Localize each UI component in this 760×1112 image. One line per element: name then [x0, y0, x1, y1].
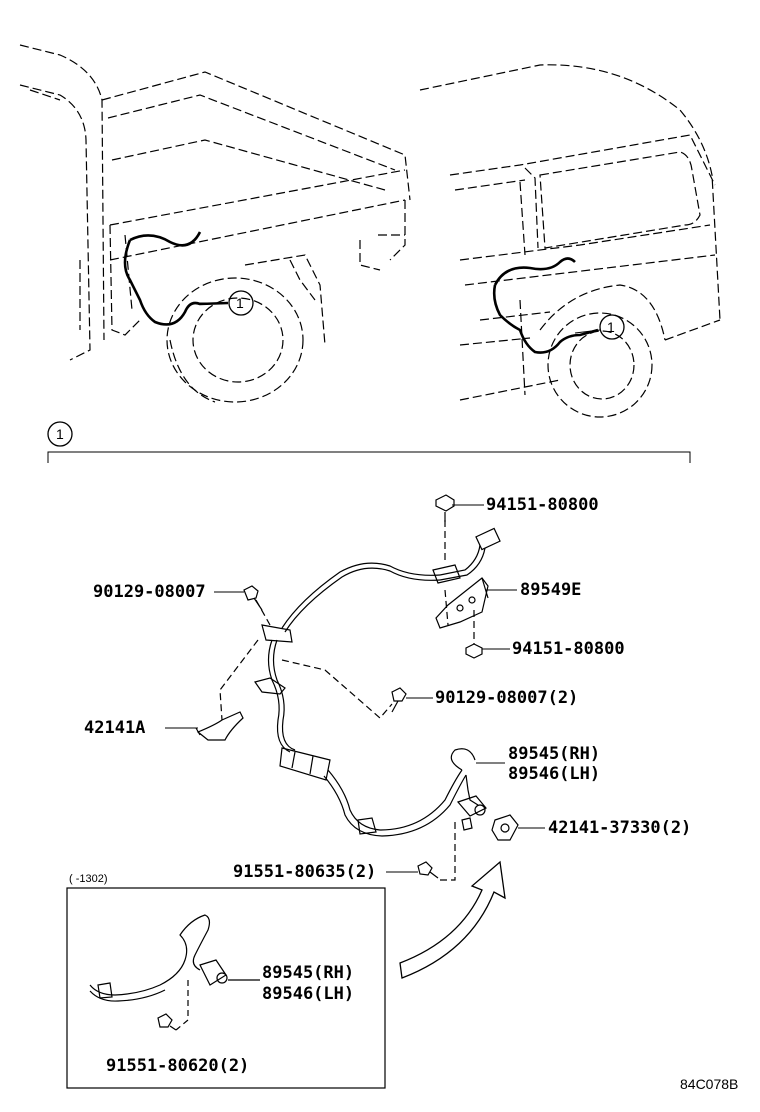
label-bolt-left: 90129-08007	[93, 582, 206, 602]
label-nut-upper: 94151-80800	[486, 495, 599, 515]
label-bolt-lower: 91551-80635(2)	[233, 862, 377, 882]
leader-lines	[165, 504, 545, 873]
inset-label-sensor-rh: 89545(RH)	[262, 963, 355, 983]
inset-sensor	[89, 914, 260, 1031]
direction-arrow	[399, 860, 506, 979]
label-nut-lower: 94151-80800	[512, 639, 625, 659]
truck-callout-number: 1	[236, 295, 244, 311]
label-sensor-lh: 89546(LH)	[508, 764, 601, 784]
group-callout-number: 1	[56, 426, 64, 442]
sensor-harness	[195, 527, 519, 841]
label-sensor-rh: 89545(RH)	[508, 744, 601, 764]
inset-label-bolt: 91551-80620(2)	[106, 1056, 250, 1076]
callout-circle	[47, 421, 73, 447]
label-clamp-right: 42141-37330(2)	[548, 818, 692, 838]
install-lines	[219, 520, 475, 881]
van-illustration	[419, 64, 721, 418]
inset-box	[66, 887, 386, 1089]
truck-illustration	[19, 44, 411, 403]
van-callout-number: 1	[607, 319, 615, 335]
inset-date-range: ( -1302)	[69, 873, 108, 885]
group-bracket	[47, 451, 691, 463]
label-bracket: 89549E	[520, 580, 582, 600]
label-clamp-left: 42141A	[84, 718, 146, 738]
inset-label-sensor-lh: 89546(LH)	[262, 984, 355, 1004]
figure-code: 84C078B	[680, 1076, 739, 1092]
label-bolt-mid: 90129-08007(2)	[435, 688, 579, 708]
